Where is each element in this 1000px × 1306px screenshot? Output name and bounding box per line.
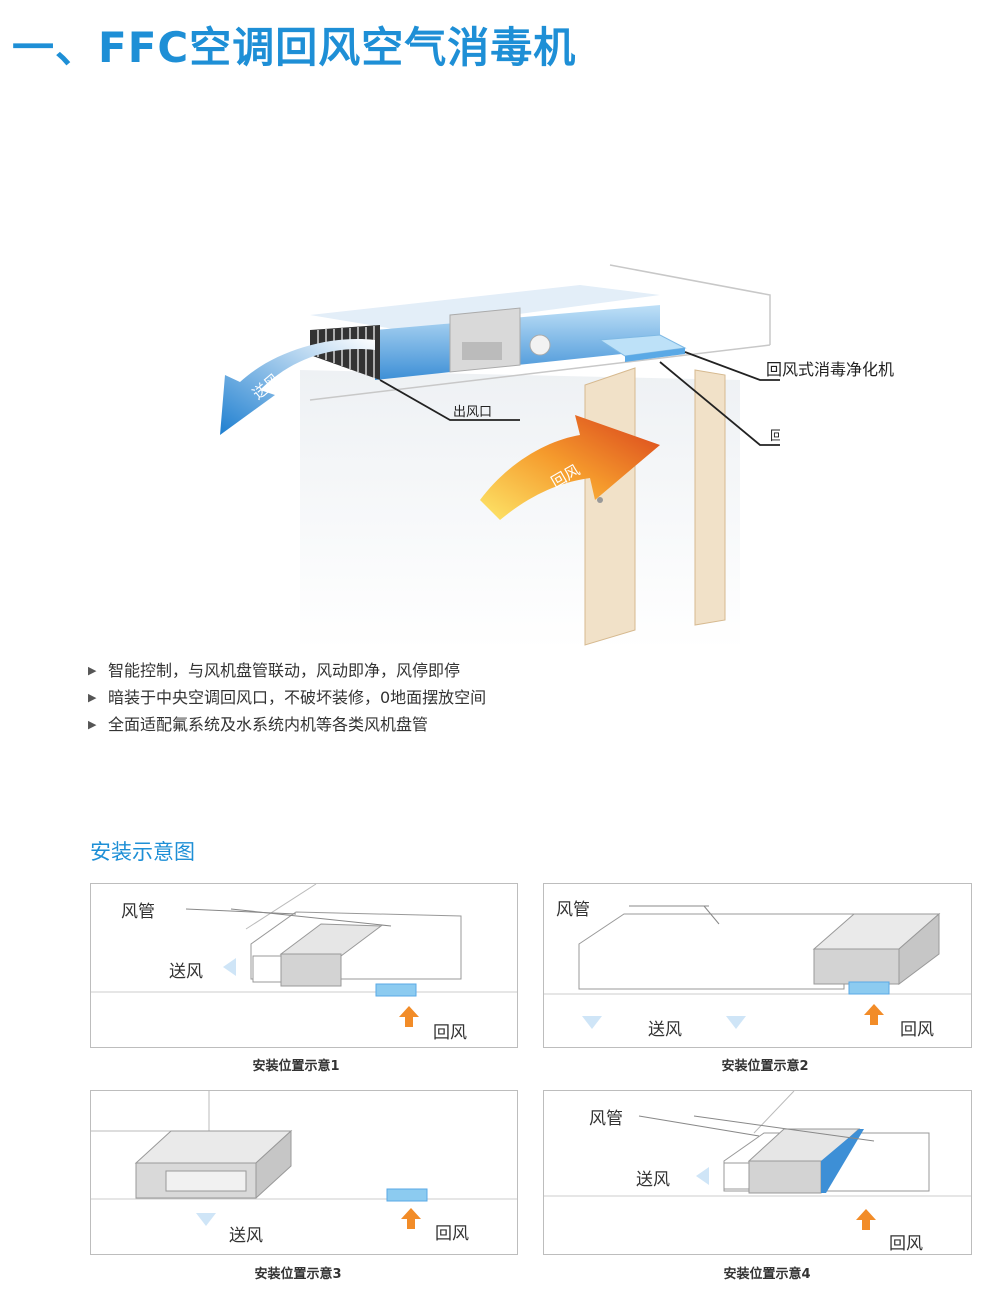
duct-label: 风管 [556, 900, 590, 920]
filter-shape [375, 983, 417, 997]
install-panel-4: 风管 送风 回风 [543, 1090, 972, 1255]
arrow-down-blue-icon [582, 1016, 602, 1029]
feature-item: ▶暗装于中央空调回风口，不破坏装修，0地面摆放空间 [88, 684, 486, 711]
return-label: 回风 [889, 1234, 923, 1254]
filter-shape [386, 1188, 428, 1202]
install-caption-2: 安装位置示意2 [721, 1059, 809, 1074]
duct-top [310, 285, 660, 330]
purifier-front [625, 348, 685, 362]
fan-unit [449, 307, 521, 373]
duct-label: 风管 [121, 902, 155, 922]
return-label: 回风 [433, 1023, 467, 1043]
return-arrow [480, 415, 660, 520]
feature-list: ▶智能控制，与风机盘管联动，风动即净，风停即停 ▶暗装于中央空调回风口，不破坏装… [88, 657, 486, 738]
outlet-label: 出风口 [453, 405, 492, 420]
door-frame-right [694, 369, 726, 626]
supply-label: 送风 [229, 1226, 263, 1246]
arrow-up-orange-icon [856, 1209, 876, 1230]
inlet-label: 回风口 [770, 429, 780, 444]
install-caption-1: 安装位置示意1 [252, 1059, 340, 1074]
ceiling-line [609, 264, 771, 345]
filter-side [821, 1129, 864, 1193]
install-panel-1: 风管 送风 回风 [90, 883, 518, 1048]
filter-shape [848, 981, 890, 995]
unit-front [748, 1160, 822, 1194]
outlet-leader [379, 379, 520, 421]
grille-shape [165, 1170, 247, 1192]
return-label: 回风 [435, 1224, 469, 1244]
duct-label: 风管 [589, 1109, 623, 1129]
hero-illustration: 送风 回风 出风口 回风口 [220, 264, 780, 650]
purifier-leader [684, 351, 780, 381]
door-knob [597, 497, 603, 503]
supply-arrow [220, 339, 375, 435]
install-panel-3: 送风 回风 [90, 1090, 518, 1255]
feature-item: ▶智能控制，与风机盘管联动，风动即净，风停即停 [88, 657, 486, 684]
inlet-leader [659, 361, 780, 446]
install-panel-2: 风管 送风 回风 [543, 883, 972, 1048]
arrow-up-orange-icon [864, 1004, 884, 1025]
control-box [462, 342, 502, 360]
arrow-down-blue-icon [726, 1016, 746, 1029]
install-caption-3: 安装位置示意3 [254, 1267, 342, 1282]
page-title: 一、FFC空调回风空气消毒机 [12, 23, 577, 72]
triangle-right-icon: ▶ [88, 664, 97, 677]
door-frame [584, 367, 636, 646]
supply-label: 送风 [169, 962, 203, 982]
return-label: 回风 [900, 1020, 934, 1040]
duct-grille [310, 325, 380, 380]
arrow-left-blue-icon [223, 958, 236, 976]
arrow-up-orange-icon [401, 1208, 421, 1229]
arrow-down-blue-icon [196, 1213, 216, 1226]
motor [529, 334, 551, 356]
feature-item: ▶全面适配氟系统及水系统内机等各类风机盘管 [88, 711, 486, 738]
arrow-left-blue-icon [696, 1167, 709, 1185]
triangle-right-icon: ▶ [88, 691, 97, 704]
arrow-up-orange-icon [399, 1006, 419, 1027]
install-caption-4: 安装位置示意4 [723, 1267, 811, 1282]
supply-label: 送风 [648, 1020, 682, 1040]
purifier-label: 回风式消毒净化机 [766, 360, 895, 379]
wall-shape [300, 370, 740, 650]
triangle-right-icon: ▶ [88, 718, 97, 731]
unit-front [280, 953, 342, 987]
install-section-title: 安装示意图 [90, 840, 195, 864]
unit-front [813, 948, 900, 985]
supply-label: 送风 [636, 1170, 670, 1190]
